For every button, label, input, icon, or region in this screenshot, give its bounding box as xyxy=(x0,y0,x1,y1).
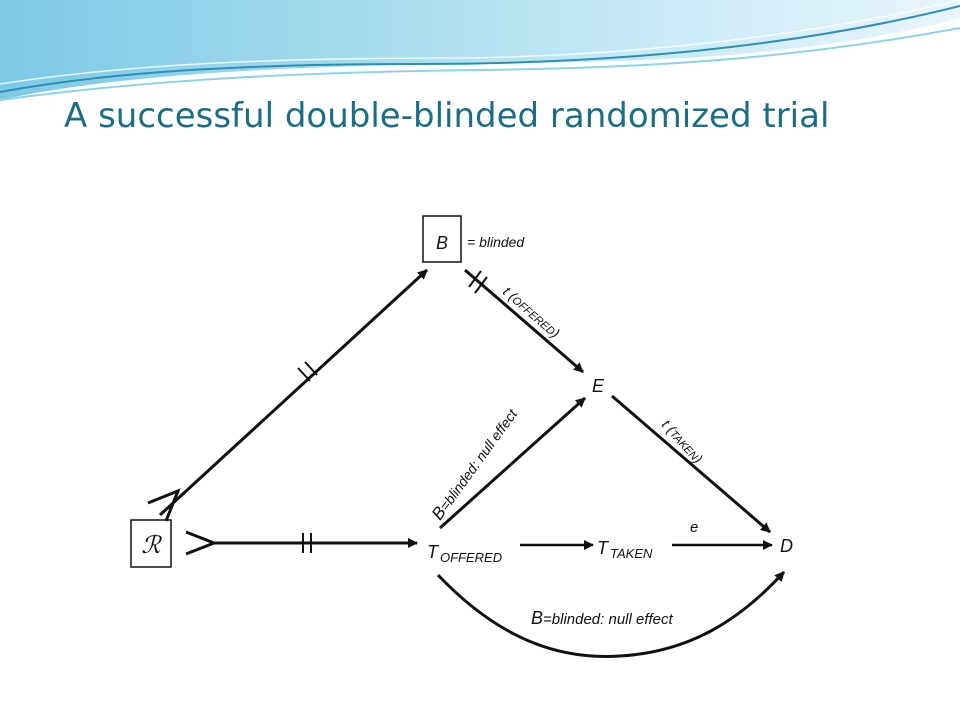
node-t-offered-main: T xyxy=(427,542,440,562)
node-t-taken-sub: TAKEN xyxy=(610,546,653,561)
node-t-offered-sub: OFFERED xyxy=(440,550,502,565)
edge-r-to-t-cut-mark xyxy=(302,533,312,553)
edge-r-to-b-cut-mark xyxy=(297,361,318,382)
edge-r-to-b-double-arrowhead xyxy=(147,488,181,522)
label-bottom-b: B xyxy=(531,608,543,628)
slide-title: A successful double-blinded randomized t… xyxy=(64,96,830,136)
node-t-taken-main: T xyxy=(597,538,610,558)
label-e: e xyxy=(690,519,698,536)
label-bottom-null-effect: B=blinded: null effect xyxy=(531,608,674,628)
label-bottom-rest: =blinded: null effect xyxy=(543,611,674,628)
edge-t-offered-to-e xyxy=(438,396,587,530)
node-exposure-label: E xyxy=(592,376,605,396)
header-wave-decoration xyxy=(0,0,960,101)
node-randomization-label: ℛ xyxy=(141,532,162,559)
edge-r-to-b xyxy=(158,268,429,517)
node-blinding-label: B xyxy=(436,233,448,253)
label-t-offered: t (OFFERED) xyxy=(500,283,563,341)
blinding-note: = blinded xyxy=(467,234,525,250)
node-randomization: ℛ xyxy=(130,519,172,568)
node-blinding: B xyxy=(422,215,462,263)
edge-b-to-e xyxy=(464,268,584,374)
edge-b-to-e-cut-mark xyxy=(468,270,488,294)
label-diagonal-null-effect: B=blinded: null effect xyxy=(428,404,522,523)
edge-e-to-d xyxy=(611,394,771,534)
edge-t-offered-to-d-curve xyxy=(436,570,786,658)
edge-r-to-t-double-arrowhead xyxy=(185,530,219,556)
label-diagonal-rest: =blinded: null effect xyxy=(436,405,521,513)
node-disease-label: D xyxy=(780,536,793,556)
